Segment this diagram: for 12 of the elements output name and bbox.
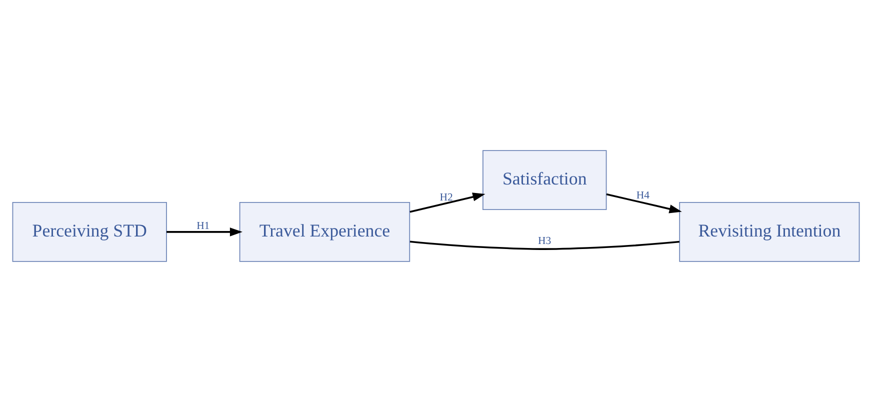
arrow <box>410 192 486 213</box>
edge-label: H3 <box>538 235 552 248</box>
arrow <box>166 228 242 236</box>
node-box: Revisiting Intention <box>679 202 860 262</box>
connector <box>410 240 680 250</box>
node-box: Perceiving STD <box>12 202 167 262</box>
edge-label: H1 <box>196 220 210 232</box>
edge-label: H2 <box>440 191 453 204</box>
node-box: Satisfaction <box>482 150 607 210</box>
arrow <box>606 193 682 214</box>
node-box: Travel Experience <box>239 202 410 262</box>
edge-label: H4 <box>636 189 650 202</box>
